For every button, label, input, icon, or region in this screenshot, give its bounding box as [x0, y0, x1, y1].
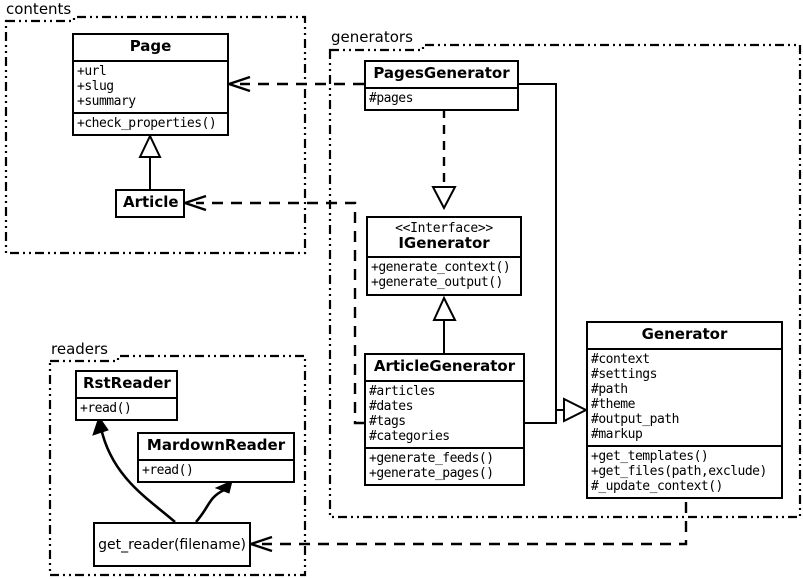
- class-box-mardownreader[interactable]: MardownReader +read(): [137, 432, 295, 483]
- class-box-page[interactable]: Page +url +slug +summary +check_properti…: [72, 33, 229, 137]
- attribute-tags: #tags: [369, 413, 406, 429]
- attribute-categories: #categories: [369, 428, 450, 444]
- attribute-markup: #markup: [591, 427, 643, 443]
- generalization-arrowhead-generator: [563, 397, 589, 423]
- class-name-igenerator: <<Interface>> IGenerator: [368, 218, 520, 256]
- package-frame-readers: [48, 354, 307, 577]
- class-box-rstreader[interactable]: RstReader +read(): [75, 370, 178, 421]
- class-name-pagesgenerator: PagesGenerator: [373, 64, 510, 82]
- package-frame-contents: [4, 15, 307, 255]
- class-name-article: Article: [123, 193, 179, 211]
- class-box-pagesgenerator[interactable]: PagesGenerator #pages: [364, 60, 519, 111]
- connector-articlegenerator-to-article: [196, 201, 364, 425]
- realization-arrowhead-igenerator: [431, 186, 457, 211]
- class-name-mardownreader: MardownReader: [146, 436, 286, 454]
- package-label-contents: contents: [6, 0, 72, 18]
- class-box-generator[interactable]: Generator #context #settings #path #them…: [586, 321, 783, 500]
- function-label-get-reader: get_reader(filename): [98, 536, 246, 553]
- attribute-settings: #settings: [591, 366, 657, 382]
- arrowhead-mardownreader: [214, 480, 233, 494]
- dependency-arrowhead-article: [184, 194, 207, 212]
- attribute-articles: #articles: [369, 383, 435, 399]
- class-name-rstreader: RstReader: [83, 374, 171, 392]
- function-box-get-reader[interactable]: get_reader(filename): [93, 522, 251, 567]
- class-box-article[interactable]: Article: [115, 189, 185, 218]
- method-read-rstreader: +read(): [80, 400, 132, 416]
- generalization-arrowhead-page: [138, 133, 162, 158]
- method-generate-pages: +generate_pages(): [369, 466, 494, 482]
- attribute-theme: #theme: [591, 396, 635, 412]
- attribute-context: #context: [591, 351, 650, 367]
- class-stereotype-igenerator: <<Interface>>: [395, 221, 493, 236]
- class-box-articlegenerator[interactable]: ArticleGenerator #articles #dates #tags …: [364, 353, 525, 487]
- class-name-generator: Generator: [641, 325, 728, 343]
- class-box-igenerator[interactable]: <<Interface>> IGenerator +generate_conte…: [366, 216, 522, 296]
- method-get-templates: +get_templates(): [591, 449, 709, 465]
- class-name-articlegenerator: ArticleGenerator: [373, 357, 516, 375]
- package-frame-generators: [328, 43, 802, 519]
- generalization-arrowhead-igenerator: [432, 295, 457, 321]
- dependency-arrowhead-getreader: [250, 535, 273, 553]
- methods-compartment-page: +check_properties(): [74, 111, 227, 134]
- attributes-compartment-articlegenerator: #articles #dates #tags #categories: [366, 379, 523, 447]
- methods-compartment-articlegenerator: +generate_feeds() +generate_pages(): [366, 447, 523, 484]
- method-generate-feeds: +generate_feeds(): [369, 451, 494, 467]
- attribute-url: +url: [77, 63, 107, 79]
- method-generate-context: +generate_context(): [371, 260, 511, 276]
- method-generate-output: +generate_output(): [371, 275, 503, 291]
- method-update-context: #_update_context(): [591, 479, 723, 495]
- class-name-igenerator-text: IGenerator: [398, 233, 490, 252]
- connector-generator-to-getreader: [262, 502, 688, 546]
- connector-getreader-to-rstreader: [99, 427, 176, 523]
- attribute-output-path: #output_path: [591, 412, 679, 428]
- connector-pagesgenerator-to-generator: [519, 83, 557, 410]
- package-label-readers: readers: [51, 340, 108, 358]
- method-get-files: +get_files(path,exclude): [591, 464, 767, 480]
- attribute-pages: #pages: [369, 90, 413, 106]
- class-name-page: Page: [129, 37, 172, 55]
- connector-getreader-to-mardownreader: [195, 488, 225, 523]
- attribute-summary: +summary: [77, 93, 136, 109]
- methods-compartment-igenerator: +generate_context() +generate_output(): [368, 256, 520, 293]
- attributes-compartment-pagesgenerator: #pages: [366, 86, 517, 109]
- method-check-properties: +check_properties(): [77, 115, 217, 131]
- arrowhead-rstreader: [92, 415, 109, 436]
- attribute-dates: #dates: [369, 398, 413, 414]
- package-label-generators: generators: [331, 28, 413, 46]
- dependency-arrowhead-page: [228, 75, 251, 93]
- methods-compartment-rstreader: +read(): [77, 396, 176, 419]
- attributes-compartment-page: +url +slug +summary: [74, 59, 227, 112]
- connector-articlegenerator-to-generator: [525, 409, 564, 424]
- attribute-path: #path: [591, 381, 628, 397]
- methods-compartment-generator: +get_templates() +get_files(path,exclude…: [588, 445, 781, 497]
- methods-compartment-mardownreader: +read(): [139, 458, 293, 481]
- method-read-mardownreader: +read(): [142, 462, 194, 478]
- attributes-compartment-generator: #context #settings #path #theme #output_…: [588, 347, 781, 445]
- attribute-slug: +slug: [77, 78, 114, 94]
